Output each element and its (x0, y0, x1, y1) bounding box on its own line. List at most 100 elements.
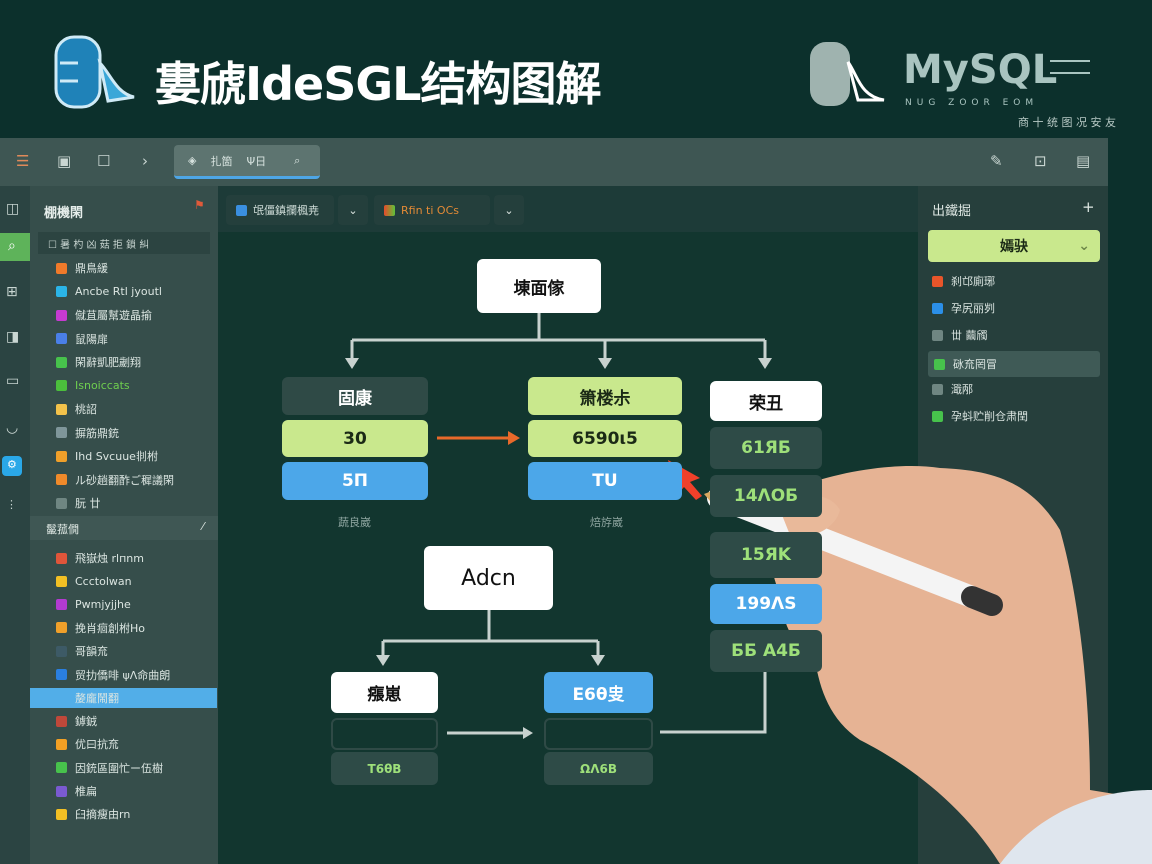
sidebar-filter[interactable]: ☐ 暑 杓 凶 菇 拒 鎖 糾 (38, 232, 210, 254)
list-item[interactable]: Isnoiccats (56, 376, 130, 396)
list-item[interactable]: 臼摘瘦由rn (56, 804, 130, 824)
item-icon (56, 333, 67, 344)
col1-row[interactable]: 5Π (282, 462, 428, 500)
chevron-down-icon: ⌄ (1078, 238, 1090, 254)
flag-icon[interactable]: ⚑ (194, 198, 205, 212)
list-item[interactable]: 优曰抗㐬 (56, 734, 119, 754)
col3-row[interactable]: 199ΛS (710, 584, 822, 624)
sub1-header[interactable]: 瘬崽 (331, 672, 438, 713)
tab-icon (384, 204, 395, 216)
list-item[interactable]: 哥韻㐬 (56, 641, 108, 661)
dropdown-2[interactable]: ⌄ (494, 195, 524, 225)
mysql-brand: MySQL (903, 47, 1058, 93)
tag-icon[interactable]: ✎ (990, 152, 1003, 170)
info-icon[interactable]: ⋮ (6, 498, 17, 511)
layout-icon[interactable]: ⊞ (6, 284, 18, 300)
list-item[interactable]: 濈邴 (932, 378, 973, 400)
item-icon (56, 286, 67, 297)
sub2-row[interactable]: ΩΛ6Β (544, 752, 653, 785)
list-item[interactable]: Pwmjyjjhe (56, 595, 131, 615)
tray-icon[interactable]: ◡ (6, 420, 19, 436)
list-item[interactable]: 挽肖痐創柎Ho (56, 618, 145, 638)
item-label: 刹邙廁琊 (951, 275, 995, 288)
sub2-row[interactable] (544, 718, 653, 750)
add-icon[interactable]: + (1082, 198, 1095, 216)
list-item[interactable]: 僦苴屬幫遊晶揄 (56, 305, 152, 325)
tagline: 商 十 统 图 况 安 友 (1018, 116, 1116, 129)
item-icon (56, 474, 67, 485)
collapse-icon[interactable]: ⁄ (202, 520, 204, 533)
sub1-row[interactable]: Τ6θΒ (331, 752, 438, 785)
clock-icon[interactable]: ◫ (6, 201, 20, 217)
col3-row[interactable]: ББ Α4Б (710, 630, 822, 672)
item-label: 閑辭凱肥劌翔 (75, 356, 141, 369)
col1-header[interactable]: 固康 (282, 377, 428, 415)
list-item[interactable]: 孕尻丽刿 (932, 297, 995, 319)
list-item[interactable]: Ancbe Rtl jyoutl (56, 282, 162, 302)
adcn-node[interactable]: Adcn (424, 546, 553, 610)
type-dropdown[interactable]: 嫣𫘝⌄ (928, 230, 1100, 262)
list-item[interactable]: 鼎鳥緩 (56, 258, 108, 278)
item-icon (932, 302, 943, 314)
list-item[interactable]: 嫠龐鬧翻 (30, 687, 217, 708)
item-icon (56, 762, 67, 774)
col3-row[interactable]: 15ЯΚ (710, 532, 822, 578)
list-item[interactable]: 閑辭凱肥劌翔 (56, 352, 141, 372)
sub1-row[interactable] (331, 718, 438, 750)
list-item[interactable]: ル砂趟翻酢ご穉議閑 (56, 470, 174, 490)
sidebar-title: 棚機閑 (44, 206, 84, 221)
list-item[interactable]: 刹邙廁琊 (932, 270, 995, 292)
col3-header[interactable]: 荣丑 (710, 381, 822, 421)
section-header[interactable]: 鬣菰僩⁄ (30, 516, 218, 540)
save-icon[interactable]: ▣ (57, 152, 72, 170)
sub2-header[interactable]: Ε6θ㕜 (544, 672, 653, 713)
settings-icon[interactable]: ⚙ (2, 456, 22, 476)
chevron-right-icon[interactable]: › (142, 152, 148, 170)
clipboard-icon[interactable]: ▤ (1076, 152, 1091, 170)
book-icon[interactable]: ◨ (6, 329, 20, 345)
list-item[interactable]: 因銃區圍忙ー伍樹 (56, 758, 163, 778)
search-icon[interactable]: ⌕ (0, 233, 30, 261)
col2-row[interactable]: 6590ι5 (528, 420, 682, 457)
list-item[interactable]: 桃詔 (56, 399, 97, 419)
item-icon (56, 403, 67, 415)
list-item[interactable]: 丗 繭斶 (932, 324, 988, 346)
panel-icon[interactable]: ▭ (6, 373, 20, 389)
list-item[interactable]: 贸扐僑啡 ψΛ命曲朗 (56, 665, 170, 685)
item-icon (932, 410, 943, 422)
item-label: 僦苴屬幫遊晶揄 (75, 309, 152, 322)
list-item[interactable]: Ihd Svcuue剕柎 (56, 446, 158, 466)
list-icon[interactable]: ☰ (16, 152, 30, 170)
tab-2[interactable]: Rfin ti OCs (374, 195, 490, 225)
col2-header[interactable]: 箫楼尗 (528, 377, 682, 415)
list-item[interactable]: 飛嶽烛 rlпnm (56, 548, 144, 568)
item-icon (932, 383, 943, 395)
col1-row[interactable]: 30 (282, 420, 428, 457)
root-node[interactable]: 埬面傢 (477, 259, 601, 313)
dropdown-1[interactable]: ⌄ (338, 195, 368, 225)
item-icon (56, 309, 67, 321)
tab-label: Rfin ti OCs (401, 203, 459, 217)
list-item[interactable]: 朊 廿 (56, 493, 101, 513)
tab-1[interactable]: 氓僵鎮攔楓尭 (226, 195, 334, 225)
item-label: 臼摘瘦由rn (75, 808, 131, 822)
list-item[interactable]: 椎扁 (56, 781, 97, 801)
list-item[interactable]: 孕蚪贮削仓肃閏 (932, 405, 1028, 427)
list-item[interactable]: Ccctolwan (56, 571, 132, 591)
canvas-toolbar (218, 186, 918, 232)
col3-row[interactable]: 14ΛΟБ (710, 475, 822, 517)
col3-row[interactable]: 61ЯБ (710, 427, 822, 469)
search-icon[interactable]: ⌕ (294, 153, 301, 167)
list-item[interactable]: 砯㐬罔冒 (928, 351, 1100, 377)
col2-row[interactable]: ΤU (528, 462, 682, 500)
sidebar: 棚機閑 ⚑ ☐ 暑 杓 凶 菇 拒 鎖 糾 鼎鳥緩 Ancbe Rtl jyout… (30, 186, 218, 864)
folder-icon[interactable]: ⊡ (1034, 152, 1047, 170)
item-label: 优曰抗㐬 (75, 738, 119, 752)
list-item[interactable]: 摒筋鼎銃 (56, 423, 119, 443)
item-label: 丗 繭斶 (951, 329, 988, 342)
file-icon[interactable]: ☐ (97, 152, 111, 170)
list-item[interactable]: 鼠陽扉 (56, 329, 108, 349)
list-item[interactable]: 鏬銊 (56, 711, 97, 731)
